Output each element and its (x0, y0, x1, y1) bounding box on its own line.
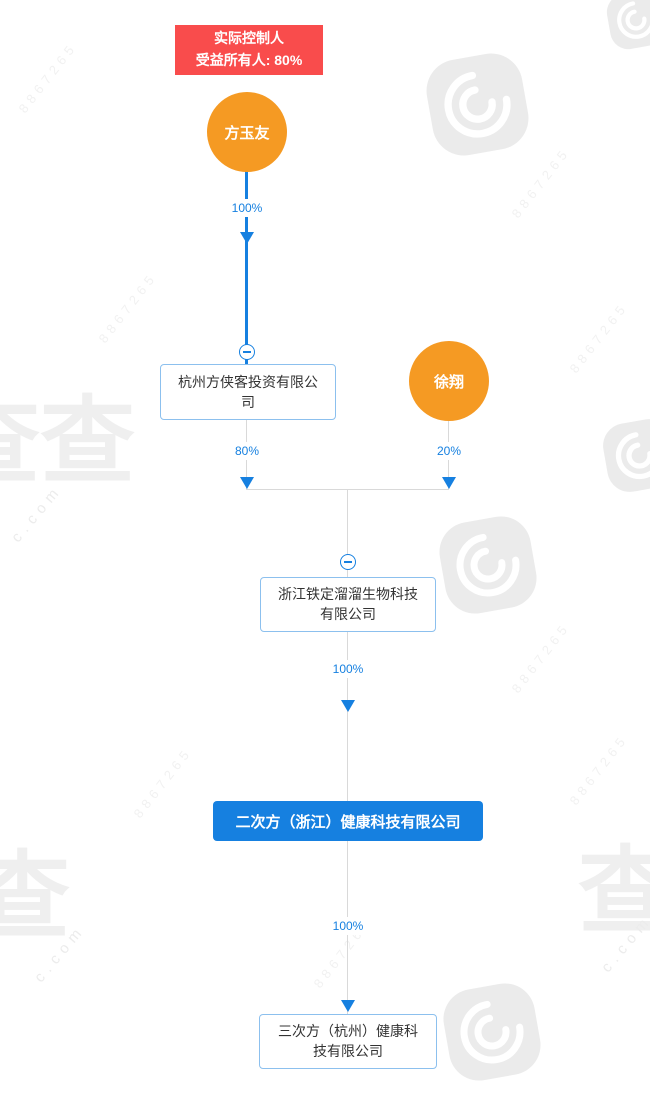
company-node-fangxiake[interactable]: 杭州方侠客投资有限公司 (160, 364, 336, 420)
controller-badge-line2: 受益所有人: 80% (195, 52, 303, 68)
watermark-text: 8867265 (15, 39, 81, 116)
watermark-text: 8867265 (508, 144, 574, 221)
company-node-tiedingliuliu[interactable]: 浙江铁定溜溜生物科技有限公司 (260, 577, 436, 632)
person-node-xuxiang[interactable]: 徐翔 (409, 341, 489, 421)
company-name: 二次方（浙江）健康科技有限公司 (235, 813, 461, 831)
watermark-text: 查 (0, 844, 71, 950)
watermark-text: 查查 (0, 389, 136, 495)
ownership-percent-label: 100% (225, 199, 269, 217)
qcc-logo-watermark (601, 0, 650, 55)
ownership-percent-label: 80% (228, 442, 266, 460)
company-node-ercifang[interactable]: 二次方（浙江）健康科技有限公司 (213, 801, 483, 841)
minus-glyph (344, 561, 352, 563)
person-name: 方玉友 (224, 124, 270, 142)
company-node-sancifang[interactable]: 三次方（杭州）健康科技有限公司 (259, 1014, 437, 1069)
watermark-text: 8867265 (566, 299, 632, 376)
watermark-text: c.com (597, 911, 650, 976)
watermark-text: 8867265 (130, 744, 196, 821)
controller-badge-line1: 实际控制人 (214, 30, 284, 47)
person-node-fangyuyou[interactable]: 方玉友 (207, 92, 287, 172)
minus-glyph (243, 351, 251, 353)
watermark-text: 8867265 (95, 269, 161, 346)
arrow-down-icon (240, 477, 254, 489)
collapse-icon[interactable] (239, 344, 255, 360)
watermark-text: c.com (30, 921, 90, 986)
watermark-text: c.com (7, 481, 67, 546)
person-name: 徐翔 (433, 373, 464, 391)
collapse-icon[interactable] (340, 554, 356, 570)
company-name: 三次方（杭州）健康科技有限公司 (278, 1023, 418, 1060)
watermark-text: 8867265 (566, 731, 632, 808)
watermark-text: 查 (578, 839, 650, 945)
qcc-logo-watermark (596, 412, 650, 499)
qcc-logo-watermark (430, 507, 546, 623)
qcc-logo-watermark (434, 974, 550, 1090)
controller-badge: 实际控制人 受益所有人: 80% (175, 25, 323, 75)
connector-line (347, 631, 348, 801)
ownership-percent-label: 100% (326, 660, 370, 678)
arrow-down-icon (341, 700, 355, 712)
arrow-down-icon (341, 1000, 355, 1012)
connector-line (245, 170, 248, 364)
watermark-text: 8867265 (508, 619, 574, 696)
arrow-down-icon (442, 477, 456, 489)
connector-line (347, 489, 348, 578)
ownership-percent-label: 100% (326, 917, 370, 935)
qcc-logo-watermark (417, 44, 539, 166)
ownership-percent-label: 20% (430, 442, 468, 460)
arrow-down-icon (240, 232, 254, 244)
company-name: 杭州方侠客投资有限公司 (178, 373, 318, 410)
company-name: 浙江铁定溜溜生物科技有限公司 (278, 586, 418, 623)
